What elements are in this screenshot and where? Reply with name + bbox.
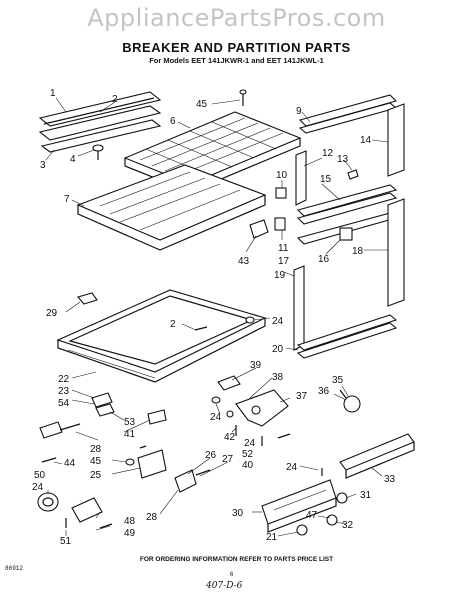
callout-45b: 45 [90,456,102,467]
part-left-clips [39,421,135,466]
diagram-subtitle: For Models EET 141JKWR-1 and EET 141JKWL… [149,56,324,65]
callout-36: 36 [318,386,330,397]
callout-24b: 24 [210,412,222,423]
callout-16: 16 [318,254,330,265]
callout-40: 40 [242,460,254,471]
callout-6: 6 [170,116,176,127]
part-breaker-20 [296,314,398,359]
page-number: 6 [230,572,234,578]
part-bracket [174,469,211,493]
callout-31: 31 [360,490,372,501]
callout-50: 50 [34,470,46,481]
callout-53: 53 [124,417,136,428]
watermark: AppliancePartsPros.com [87,4,386,32]
callout-24d: 24 [286,462,298,473]
diagram-title: BREAKER AND PARTITION PARTS [122,40,351,55]
part-screw-45 [239,89,247,106]
part-light-bulb [339,389,361,413]
callout-12: 12 [322,148,334,159]
callout-38: 38 [272,372,284,383]
callout-14: 14 [360,135,372,146]
part-thermostat [211,375,289,427]
callout-37: 37 [296,391,308,402]
part-switch-group [91,392,167,425]
callout-24a: 24 [272,316,284,327]
callout-42: 42 [224,432,236,443]
part-screw-4 [92,144,104,160]
callout-20: 20 [272,344,284,355]
callout-26: 26 [205,450,217,461]
part-breaker-12 [295,150,307,206]
callout-24e: 24 [32,482,44,493]
callout-2: 2 [112,94,118,105]
callout-48: 48 [124,516,136,527]
callout-3: 3 [40,160,46,171]
callout-labels: 1 2 3 4 45 6 7 9 14 12 13 15 10 11 17 16… [32,88,396,547]
part-screws-low [235,425,291,446]
part-breaker-14 [387,103,405,177]
part-partition-frame [56,289,267,383]
callout-4: 4 [70,154,76,165]
part-tray [76,164,267,251]
callout-15: 15 [320,174,332,185]
callout-45: 45 [196,99,208,110]
callout-1: 1 [50,88,56,99]
diagram-code: 86912 [5,565,24,572]
part-trim-33 [339,433,415,479]
leader-lines [45,97,389,537]
callout-13: 13 [337,154,349,165]
callout-28b: 28 [146,512,158,523]
part-knobs [296,468,348,536]
part-light-socket [37,492,113,529]
part-clips [249,169,359,241]
part-breaker-18 [387,198,405,307]
callout-18: 18 [352,246,364,257]
callout-10: 10 [276,170,288,181]
callout-32: 32 [342,520,354,531]
callout-29: 29 [46,308,58,319]
callout-27: 27 [222,454,234,465]
callout-17: 17 [278,256,290,267]
callout-21: 21 [266,532,278,543]
callout-51: 51 [60,536,72,547]
callout-44: 44 [64,458,76,469]
callout-54: 54 [58,398,70,409]
callout-25: 25 [90,470,102,481]
ordering-note: FOR ORDERING INFORMATION REFER TO PARTS … [139,556,334,563]
callout-47: 47 [306,510,318,521]
callout-33: 33 [384,474,396,485]
callout-49: 49 [124,528,136,539]
part-breaker-strip [38,91,162,153]
callout-41: 41 [124,429,136,440]
callout-2b: 2 [170,319,176,330]
callout-22: 22 [58,374,70,385]
callout-19: 19 [274,270,286,281]
part-control-panel [261,479,337,533]
callout-35: 35 [332,375,344,386]
callout-9: 9 [296,106,302,117]
part-breaker-9 [298,94,398,134]
callout-28a: 28 [90,444,102,455]
callout-23: 23 [58,386,70,397]
part-screws-mid [194,316,255,331]
callout-24c: 24 [244,438,256,449]
handwritten-note: 407-D-6 [206,581,243,591]
callout-30: 30 [232,508,244,519]
callout-43: 43 [238,256,250,267]
callout-52: 52 [242,449,254,460]
callout-11: 11 [278,243,289,254]
callout-7: 7 [64,194,70,205]
part-relay [137,445,167,479]
part-breaker-19 [293,265,305,351]
part-block-29 [77,292,98,305]
callout-39: 39 [250,360,262,371]
